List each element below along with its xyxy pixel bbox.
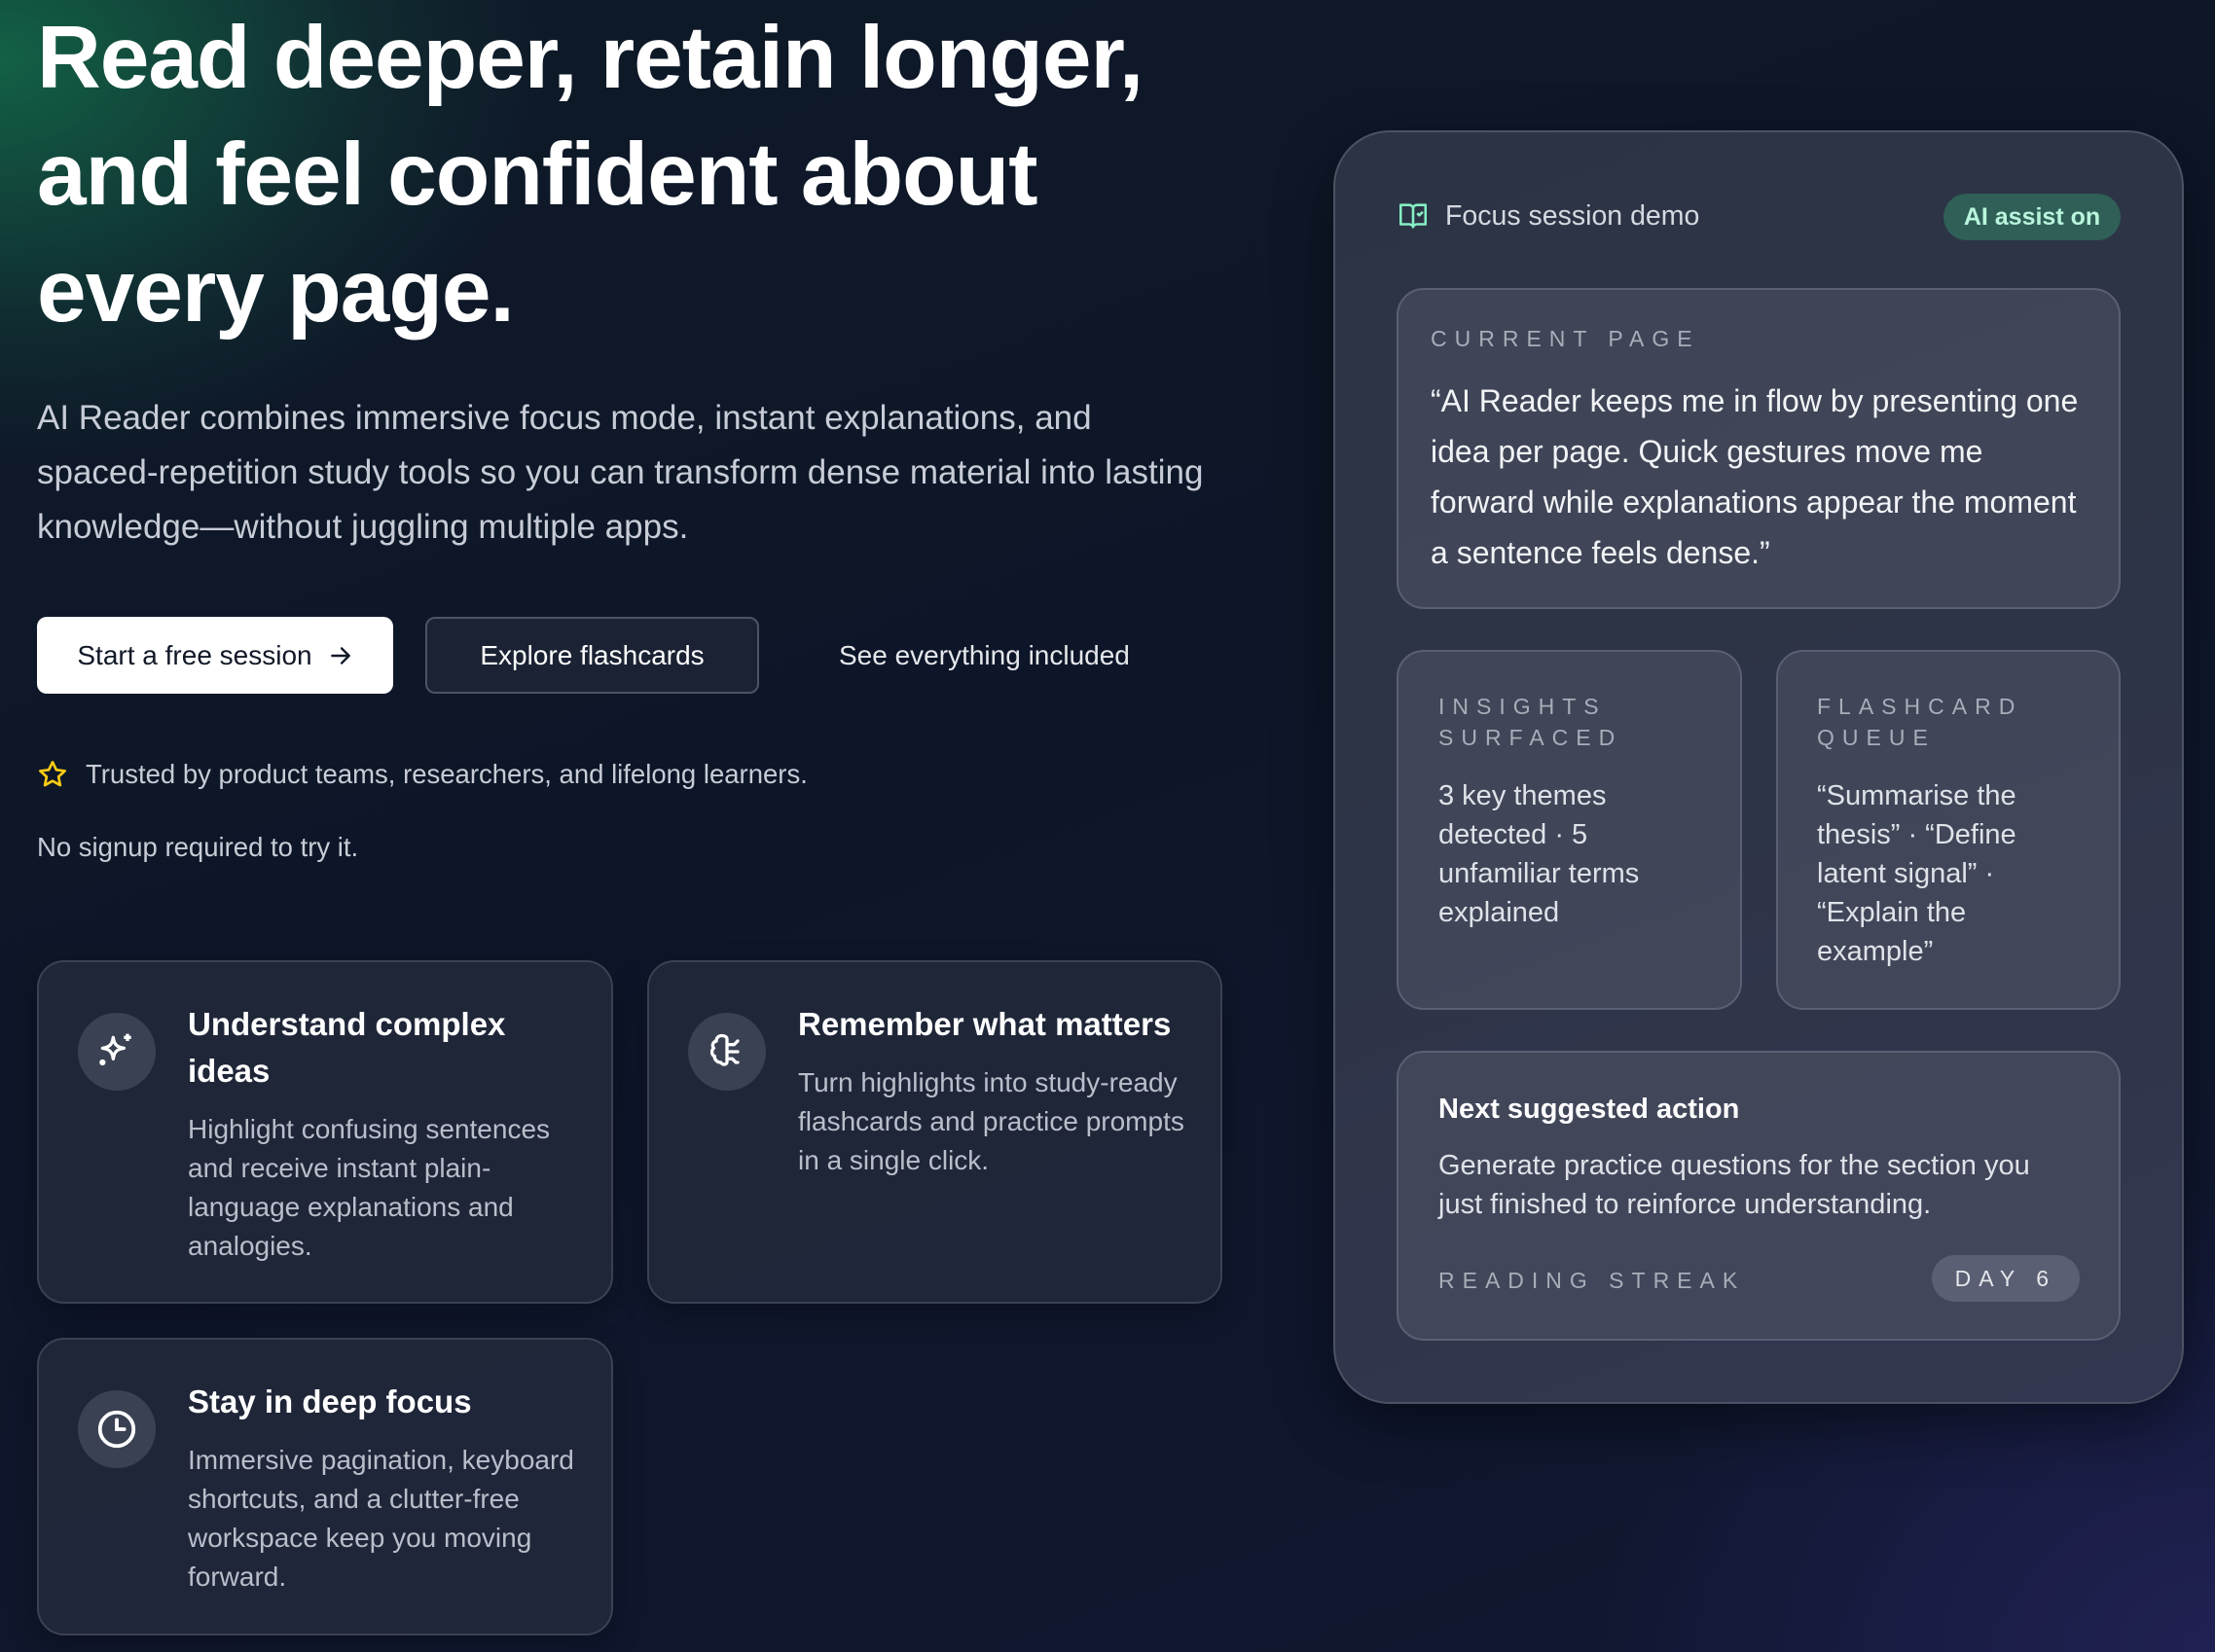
hero-title-line: and feel confident about bbox=[37, 126, 1038, 224]
hero-title-line: Read deeper, retain longer, bbox=[37, 9, 1144, 107]
insights-text: 3 key themes detected · 5 unfamiliar ter… bbox=[1438, 780, 1640, 928]
start-session-label: Start a free session bbox=[77, 639, 312, 670]
demo-title: Focus session demo bbox=[1445, 199, 1700, 232]
feature-title: Stay in deep focus bbox=[188, 1383, 472, 1419]
next-action-card: Next suggested action Generate practice … bbox=[1397, 1051, 2121, 1341]
insights-card: INSIGHTS SURFACED 3 key themes detected … bbox=[1397, 650, 1742, 1010]
sparkles-icon bbox=[78, 1013, 156, 1091]
trust-text: Trusted by product teams, researchers, a… bbox=[86, 759, 808, 789]
feature-text: Highlight confusing sentences and receiv… bbox=[188, 1114, 551, 1261]
arrow-right-icon bbox=[330, 646, 350, 664]
book-check-icon bbox=[1398, 203, 1428, 229]
flashcards-label: FLASHCARD QUEUE bbox=[1817, 694, 2023, 750]
see-everything-link[interactable]: See everything included bbox=[839, 639, 1130, 670]
trust-line: Trusted by product teams, researchers, a… bbox=[37, 759, 808, 790]
feature-title: Remember what matters bbox=[798, 1006, 1172, 1042]
streak-badge: DAY 6 bbox=[1931, 1255, 2080, 1302]
feature-text: Turn highlights into study-ready flashca… bbox=[798, 1067, 1184, 1175]
feature-card: Stay in deep focus Immersive pagination,… bbox=[37, 1338, 613, 1635]
hero-description: AI Reader combines immersive focus mode,… bbox=[37, 399, 1204, 546]
current-page-quote: “AI Reader keeps me in flow by presentin… bbox=[1431, 383, 2079, 570]
feature-title: Understand complex ideas bbox=[188, 1006, 506, 1089]
hero-title: Read deeper, retain longer, and feel con… bbox=[37, 0, 1224, 350]
explore-flashcards-button[interactable]: Explore flashcards bbox=[425, 617, 759, 694]
streak-label: READING STREAK bbox=[1438, 1268, 1746, 1293]
feature-text: Immersive pagination, keyboard shortcuts… bbox=[188, 1445, 574, 1592]
current-page-card: CURRENT PAGE “AI Reader keeps me in flow… bbox=[1397, 288, 2121, 609]
next-action-title: Next suggested action bbox=[1438, 1094, 1740, 1125]
no-signup-note: No signup required to try it. bbox=[37, 832, 359, 862]
feature-card: Understand complex ideas Highlight confu… bbox=[37, 960, 613, 1304]
flashcard-queue-card: FLASHCARD QUEUE “Summarise the thesis” ·… bbox=[1776, 650, 2121, 1010]
flashcards-text: “Summarise the thesis” · “Define latent … bbox=[1817, 780, 2016, 967]
brain-icon bbox=[688, 1013, 766, 1091]
current-page-label: CURRENT PAGE bbox=[1431, 326, 1700, 351]
insights-label: INSIGHTS SURFACED bbox=[1438, 694, 1623, 750]
feature-card: Remember what matters Turn highlights in… bbox=[647, 960, 1222, 1304]
demo-header: Focus session demo bbox=[1397, 199, 1699, 233]
ai-assist-badge: AI assist on bbox=[1943, 194, 2121, 240]
clock-icon bbox=[78, 1390, 156, 1468]
hero-title-line: every page. bbox=[37, 242, 515, 341]
start-session-button[interactable]: Start a free session bbox=[37, 617, 393, 694]
next-action-text: Generate practice questions for the sect… bbox=[1438, 1150, 2030, 1220]
star-icon bbox=[39, 761, 66, 787]
